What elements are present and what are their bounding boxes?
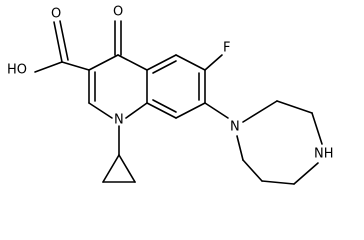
bond-c7-c8 (175, 102, 206, 119)
bond-c6-f (204, 54, 223, 71)
bond-c-c3 (61, 61, 90, 71)
atom-labels: HO O O F N N NH (7, 5, 334, 162)
bond-ch2-n (236, 135, 244, 161)
bond-n-ch2-a (242, 100, 278, 123)
bond-c-o-double-a (53, 21, 63, 63)
bond-c4a-c5-inner (152, 60, 177, 74)
atom-n-ring: N (230, 120, 240, 135)
bond-ch2-ch2-c (242, 159, 263, 182)
bond-c4-c4a (117, 54, 148, 71)
bond-c8-c8a (146, 102, 177, 119)
bond-cp-1 (102, 154, 120, 183)
bond-c5-c6 (175, 54, 206, 71)
molecule-structure: HO O O F N N NH (7, 5, 334, 185)
bond-c3-c4 (88, 54, 119, 71)
bond-c-o-double-b (59, 20, 69, 61)
bond-c-oh (34, 61, 63, 73)
bond-c7-n (204, 102, 229, 119)
atom-n1: N (114, 113, 124, 128)
bond-group (34, 20, 323, 185)
atom-ho: HO (7, 63, 27, 78)
atom-fluoro: F (223, 41, 230, 56)
bond-ch2-nh (311, 112, 323, 145)
bond-c4a-c5 (146, 54, 177, 71)
bond-ch2-ch2-a (276, 100, 313, 114)
bond-ch2-ch2-b (261, 180, 295, 185)
bond-c2-n1 (88, 102, 113, 119)
atom-acid-o: O (51, 7, 61, 22)
atom-oxo: O (113, 5, 123, 20)
bond-nh-ch2 (293, 162, 319, 185)
bond-c8-c8a-inner (152, 99, 177, 113)
atom-nh: NH (314, 147, 334, 162)
bond-n1-c8a (125, 102, 148, 119)
bond-cp-2 (118, 154, 136, 183)
